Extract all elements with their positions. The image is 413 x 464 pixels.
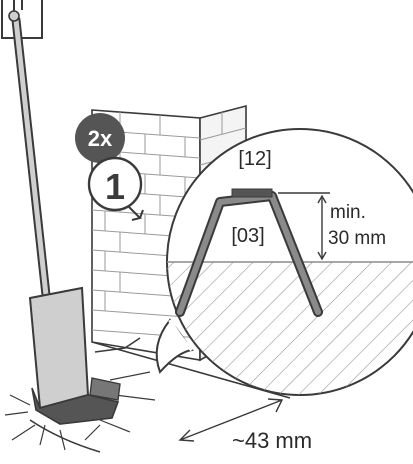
wall-clip-icon xyxy=(175,188,323,317)
repeat-badge: 2x xyxy=(75,113,125,163)
step-badge: 1 xyxy=(87,156,144,221)
depth-dimension xyxy=(278,192,330,261)
frame-corner xyxy=(1,0,43,39)
min-value: 30 mm xyxy=(328,228,386,249)
part-label-top: [12] xyxy=(238,148,271,170)
distance-dimension xyxy=(178,398,284,442)
arrow-icon xyxy=(127,205,144,221)
grass-marks xyxy=(4,371,156,451)
distance-label: ~43 mm xyxy=(232,428,312,453)
spade-icon xyxy=(8,10,121,425)
part-label-clip: [03] xyxy=(231,225,264,247)
svg-text:1: 1 xyxy=(105,166,125,207)
min-label: min. xyxy=(330,202,366,223)
svg-text:2x: 2x xyxy=(88,126,113,151)
